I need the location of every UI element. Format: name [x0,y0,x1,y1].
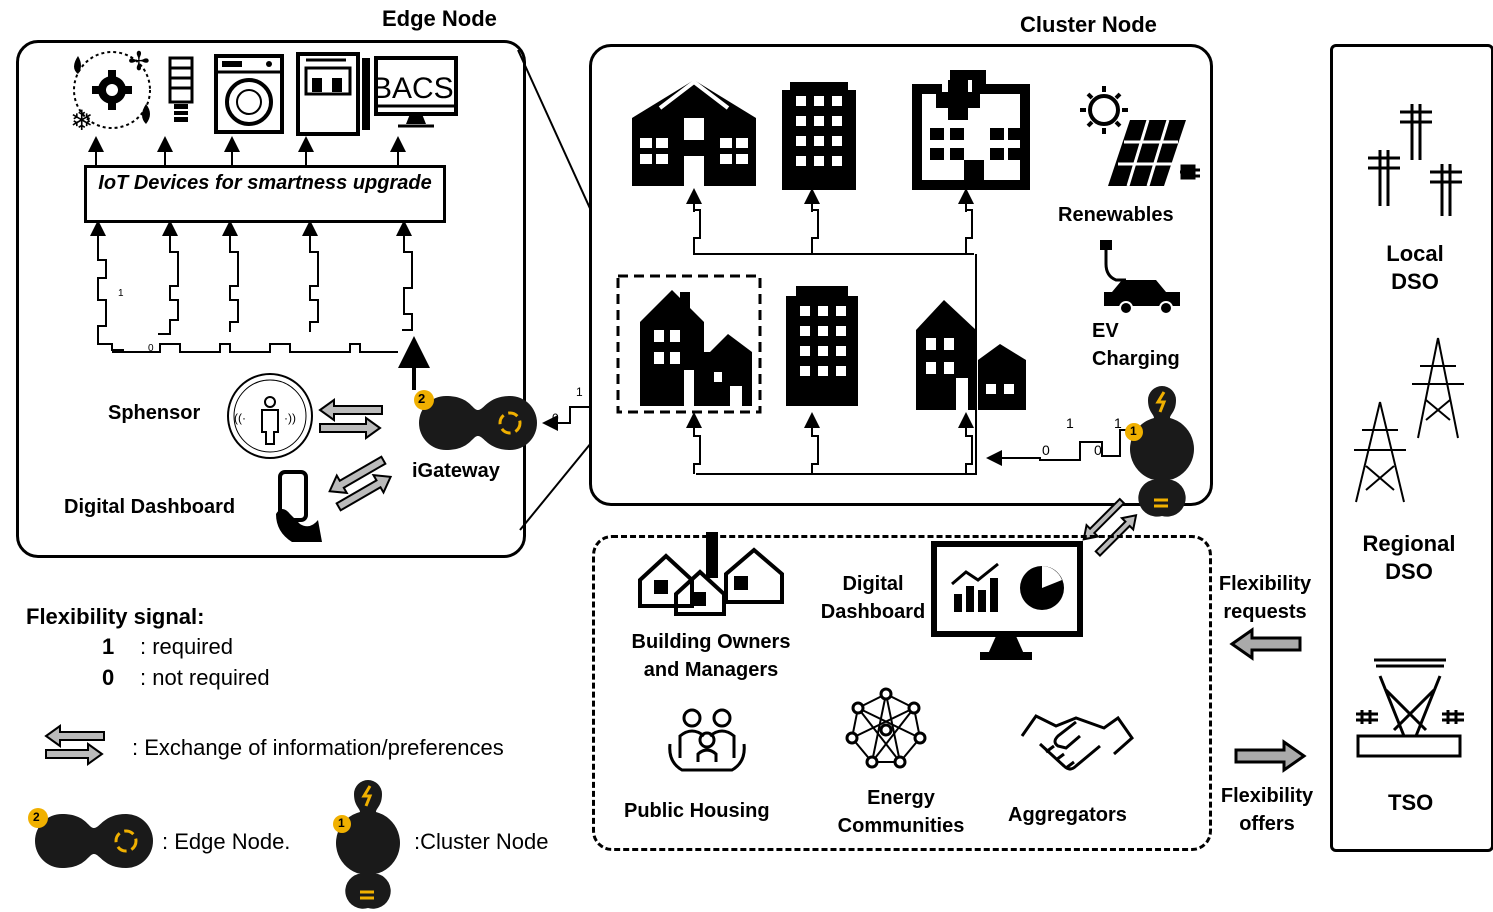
aggregators-handshake-icon [1020,714,1134,771]
regional-dso-line-1: Regional [1362,531,1456,556]
apartment-building-icon [786,286,858,406]
svg-text:✢: ✢ [128,47,150,77]
edge-node-title: Edge Node [382,6,497,31]
legend-signal-title: Flexibility signal: [26,604,205,629]
legend-cluster-badge: 1 [338,816,345,830]
bacs-label: BACS [372,72,454,105]
cluster-node-icon [1125,386,1194,517]
ev-label: EV [1092,320,1119,342]
aggregators-label: Aggregators [1008,804,1127,826]
stakeholder-dashboard-label: Digital Dashboard [810,570,936,626]
sphensor-icon: ((· ·)) [227,373,313,459]
regional-dso-label: Regional DSO [1346,530,1472,586]
energy-communities-icon [845,687,927,769]
dashboard-monitor-icon [931,541,1083,660]
svg-text:❄: ❄ [70,104,93,137]
legend-edge-desc: : Edge Node. [162,829,291,854]
ev-charging-label: Charging [1092,348,1180,370]
signal-bit: 1 [1066,415,1074,431]
dashboard-line-1: Digital [842,573,904,595]
legend-edge-node-icon [28,808,153,868]
tso-label: TSO [1388,790,1434,815]
energy-communities-line-1: Energy [867,787,935,809]
buildings-owners-icon [638,532,784,616]
cluster-badge: 1 [1130,424,1137,438]
public-housing-icon [668,708,746,772]
solar-panel-icon [1080,86,1200,187]
flex-offers-line-2: offers [1239,813,1295,835]
legend-zero-desc: : not required [140,665,270,690]
svg-text:((·: ((· [234,411,246,425]
legend-cluster-node-icon [333,780,400,909]
fridge-icon [296,52,370,136]
dashboard-line-2: Dashboard [820,601,926,623]
signal-bit: 0 [1094,442,1102,458]
igateway-label: iGateway [412,460,500,482]
local-dso-line-1: Local [1386,241,1444,266]
legend-zero: 0 [102,665,115,690]
flex-offers-arrow-icon [1234,739,1307,773]
flex-requests-label: Flexibility requests [1210,570,1320,626]
flex-offers-line-1: Flexibility [1220,785,1314,807]
building-owners-line-1: Building Owners [631,631,791,653]
igateway-node-icon [414,390,537,450]
building-owners-label: Building Owners and Managers [616,628,806,684]
substation-icon [1356,658,1464,758]
hvac-icon: ❄ ✢ [70,47,151,137]
svg-text:·)): ·)) [284,411,296,425]
legend-edge-badge: 2 [33,810,40,824]
bulb-icon [168,56,194,122]
office-building-icon [782,82,856,190]
igateway-badge: 2 [418,391,426,406]
legend-exchange-desc: : Exchange of information/preferences [132,735,504,760]
legend-one: 1 [102,634,115,659]
energy-communities-line-2: Communities [837,815,965,837]
legend-exchange-icon [44,724,105,766]
building-owners-line-2: and Managers [643,659,779,681]
signal-bit: 0 [1042,442,1050,458]
house-icon [916,300,1026,410]
appliance-icons: ❄ ✢ [70,47,458,137]
regional-dso-line-2: DSO [1385,559,1433,584]
transmission-tower-icon [1354,337,1464,503]
local-dso-label: Local DSO [1360,240,1470,296]
legend-one-desc: : required [140,634,233,659]
school-icon [632,79,756,186]
ev-charging-icon [1100,240,1180,315]
signal-bit: 1 [1114,415,1122,431]
iot-devices-label: IoT Devices for smartness upgrade [98,172,432,194]
exchange-icon [318,398,383,440]
bacs-monitor-icon [374,56,458,128]
stakeholders-panel [592,535,1212,851]
house-icon [640,290,752,406]
digital-dashboard-label: Digital Dashboard [64,496,236,518]
renewables-label: Renewables [1058,204,1174,226]
flex-offers-label: Flexibility offers [1212,782,1322,838]
local-dso-line-2: DSO [1391,269,1439,294]
flex-requests-arrow-icon [1229,627,1302,661]
iot-devices-box: IoT Devices for smartness upgrade [84,165,446,223]
exchange-icon [328,455,393,512]
cluster-node-title: Cluster Node [1020,12,1157,37]
legend-cluster-desc: :Cluster Node [414,829,549,854]
signal-bit: 1 [576,385,583,399]
operators-panel [1330,44,1493,852]
phone-hand-icon [276,470,322,542]
public-housing-label: Public Housing [624,800,770,822]
washing-machine-icon [214,54,284,134]
flex-requests-line-1: Flexibility [1218,573,1312,595]
flex-requests-line-2: requests [1223,601,1307,623]
sphensor-label: Sphensor [108,402,201,424]
energy-communities-label: Energy Communities [820,784,982,840]
signal-bit: 1 [118,288,124,299]
signal-bit: 0 [552,411,559,425]
hospital-icon [912,70,1030,190]
signal-bit: 0 [148,343,154,354]
utility-pole-icon [1368,104,1462,216]
